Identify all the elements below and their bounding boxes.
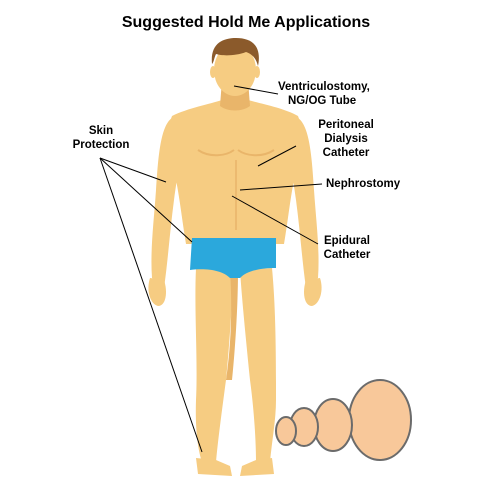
leader-nephrostomy bbox=[239, 183, 323, 191]
label-epidural: Epidural Catheter bbox=[323, 235, 371, 261]
label-nephrostomy: Nephrostomy bbox=[326, 178, 401, 190]
label-ventriculostomy: Ventriculostomy, NG/OG Tube bbox=[278, 81, 370, 107]
pad-large bbox=[313, 398, 353, 452]
leader-ventriculostomy bbox=[233, 85, 279, 95]
leader-skin-foot bbox=[99, 157, 203, 453]
diagram-title: Suggested Hold Me Applications bbox=[121, 14, 371, 31]
pad-sizes bbox=[275, 379, 412, 461]
pad-small bbox=[275, 416, 297, 446]
legs bbox=[195, 268, 276, 476]
leader-skin-hip bbox=[99, 157, 193, 243]
leader-skin-shoulder bbox=[99, 157, 167, 183]
torso bbox=[169, 100, 301, 244]
briefs bbox=[190, 238, 276, 278]
leader-peritoneal bbox=[257, 145, 297, 167]
head bbox=[210, 38, 260, 96]
pad-xl bbox=[348, 379, 412, 461]
leader-lines bbox=[99, 85, 323, 453]
leader-epidural bbox=[231, 195, 319, 245]
label-skin-protection: Skin Protection bbox=[72, 125, 130, 151]
label-peritoneal-dialysis: Peritoneal Dialysis Catheter bbox=[318, 119, 374, 159]
